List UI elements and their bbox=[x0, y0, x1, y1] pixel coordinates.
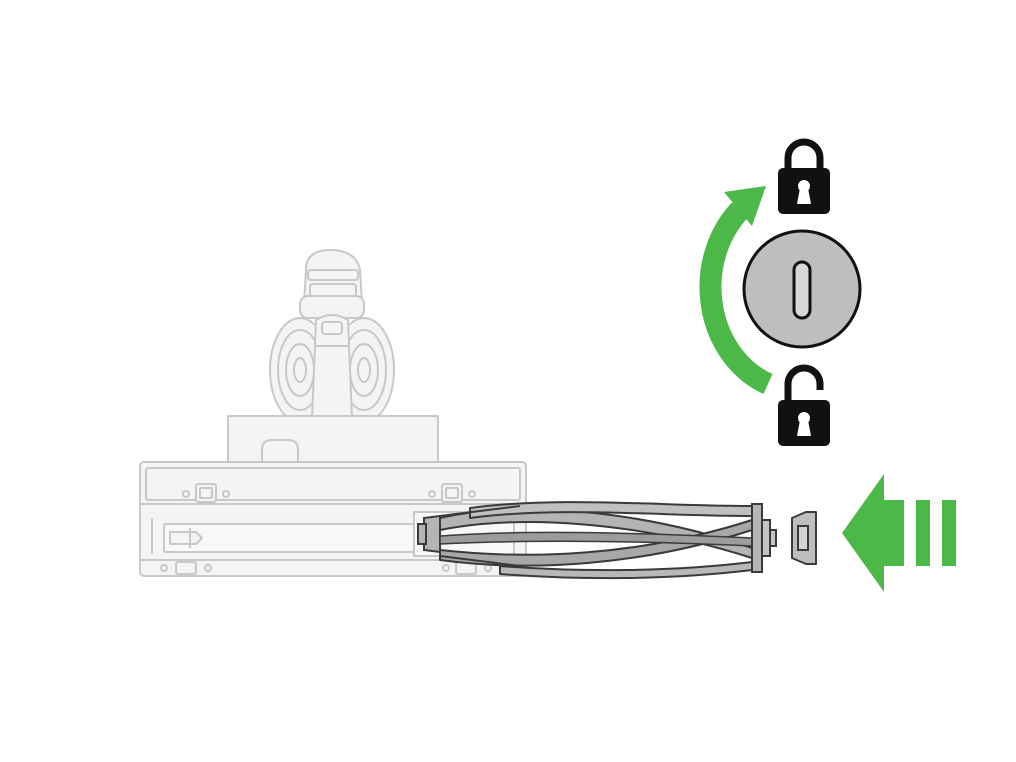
head-clips bbox=[160, 483, 492, 575]
padlock-closed-icon bbox=[778, 138, 830, 214]
cleaner-head bbox=[139, 249, 527, 577]
end-cap-face bbox=[742, 229, 862, 349]
end-cap-slot bbox=[792, 260, 812, 320]
end-cap bbox=[791, 511, 817, 565]
motor-unit bbox=[269, 249, 395, 429]
brush-bar bbox=[417, 501, 777, 580]
curved-arrow-icon bbox=[699, 186, 773, 395]
left-arrow-icon bbox=[842, 474, 956, 592]
head-upper-housing bbox=[227, 415, 439, 467]
padlock-open-icon bbox=[778, 364, 830, 446]
